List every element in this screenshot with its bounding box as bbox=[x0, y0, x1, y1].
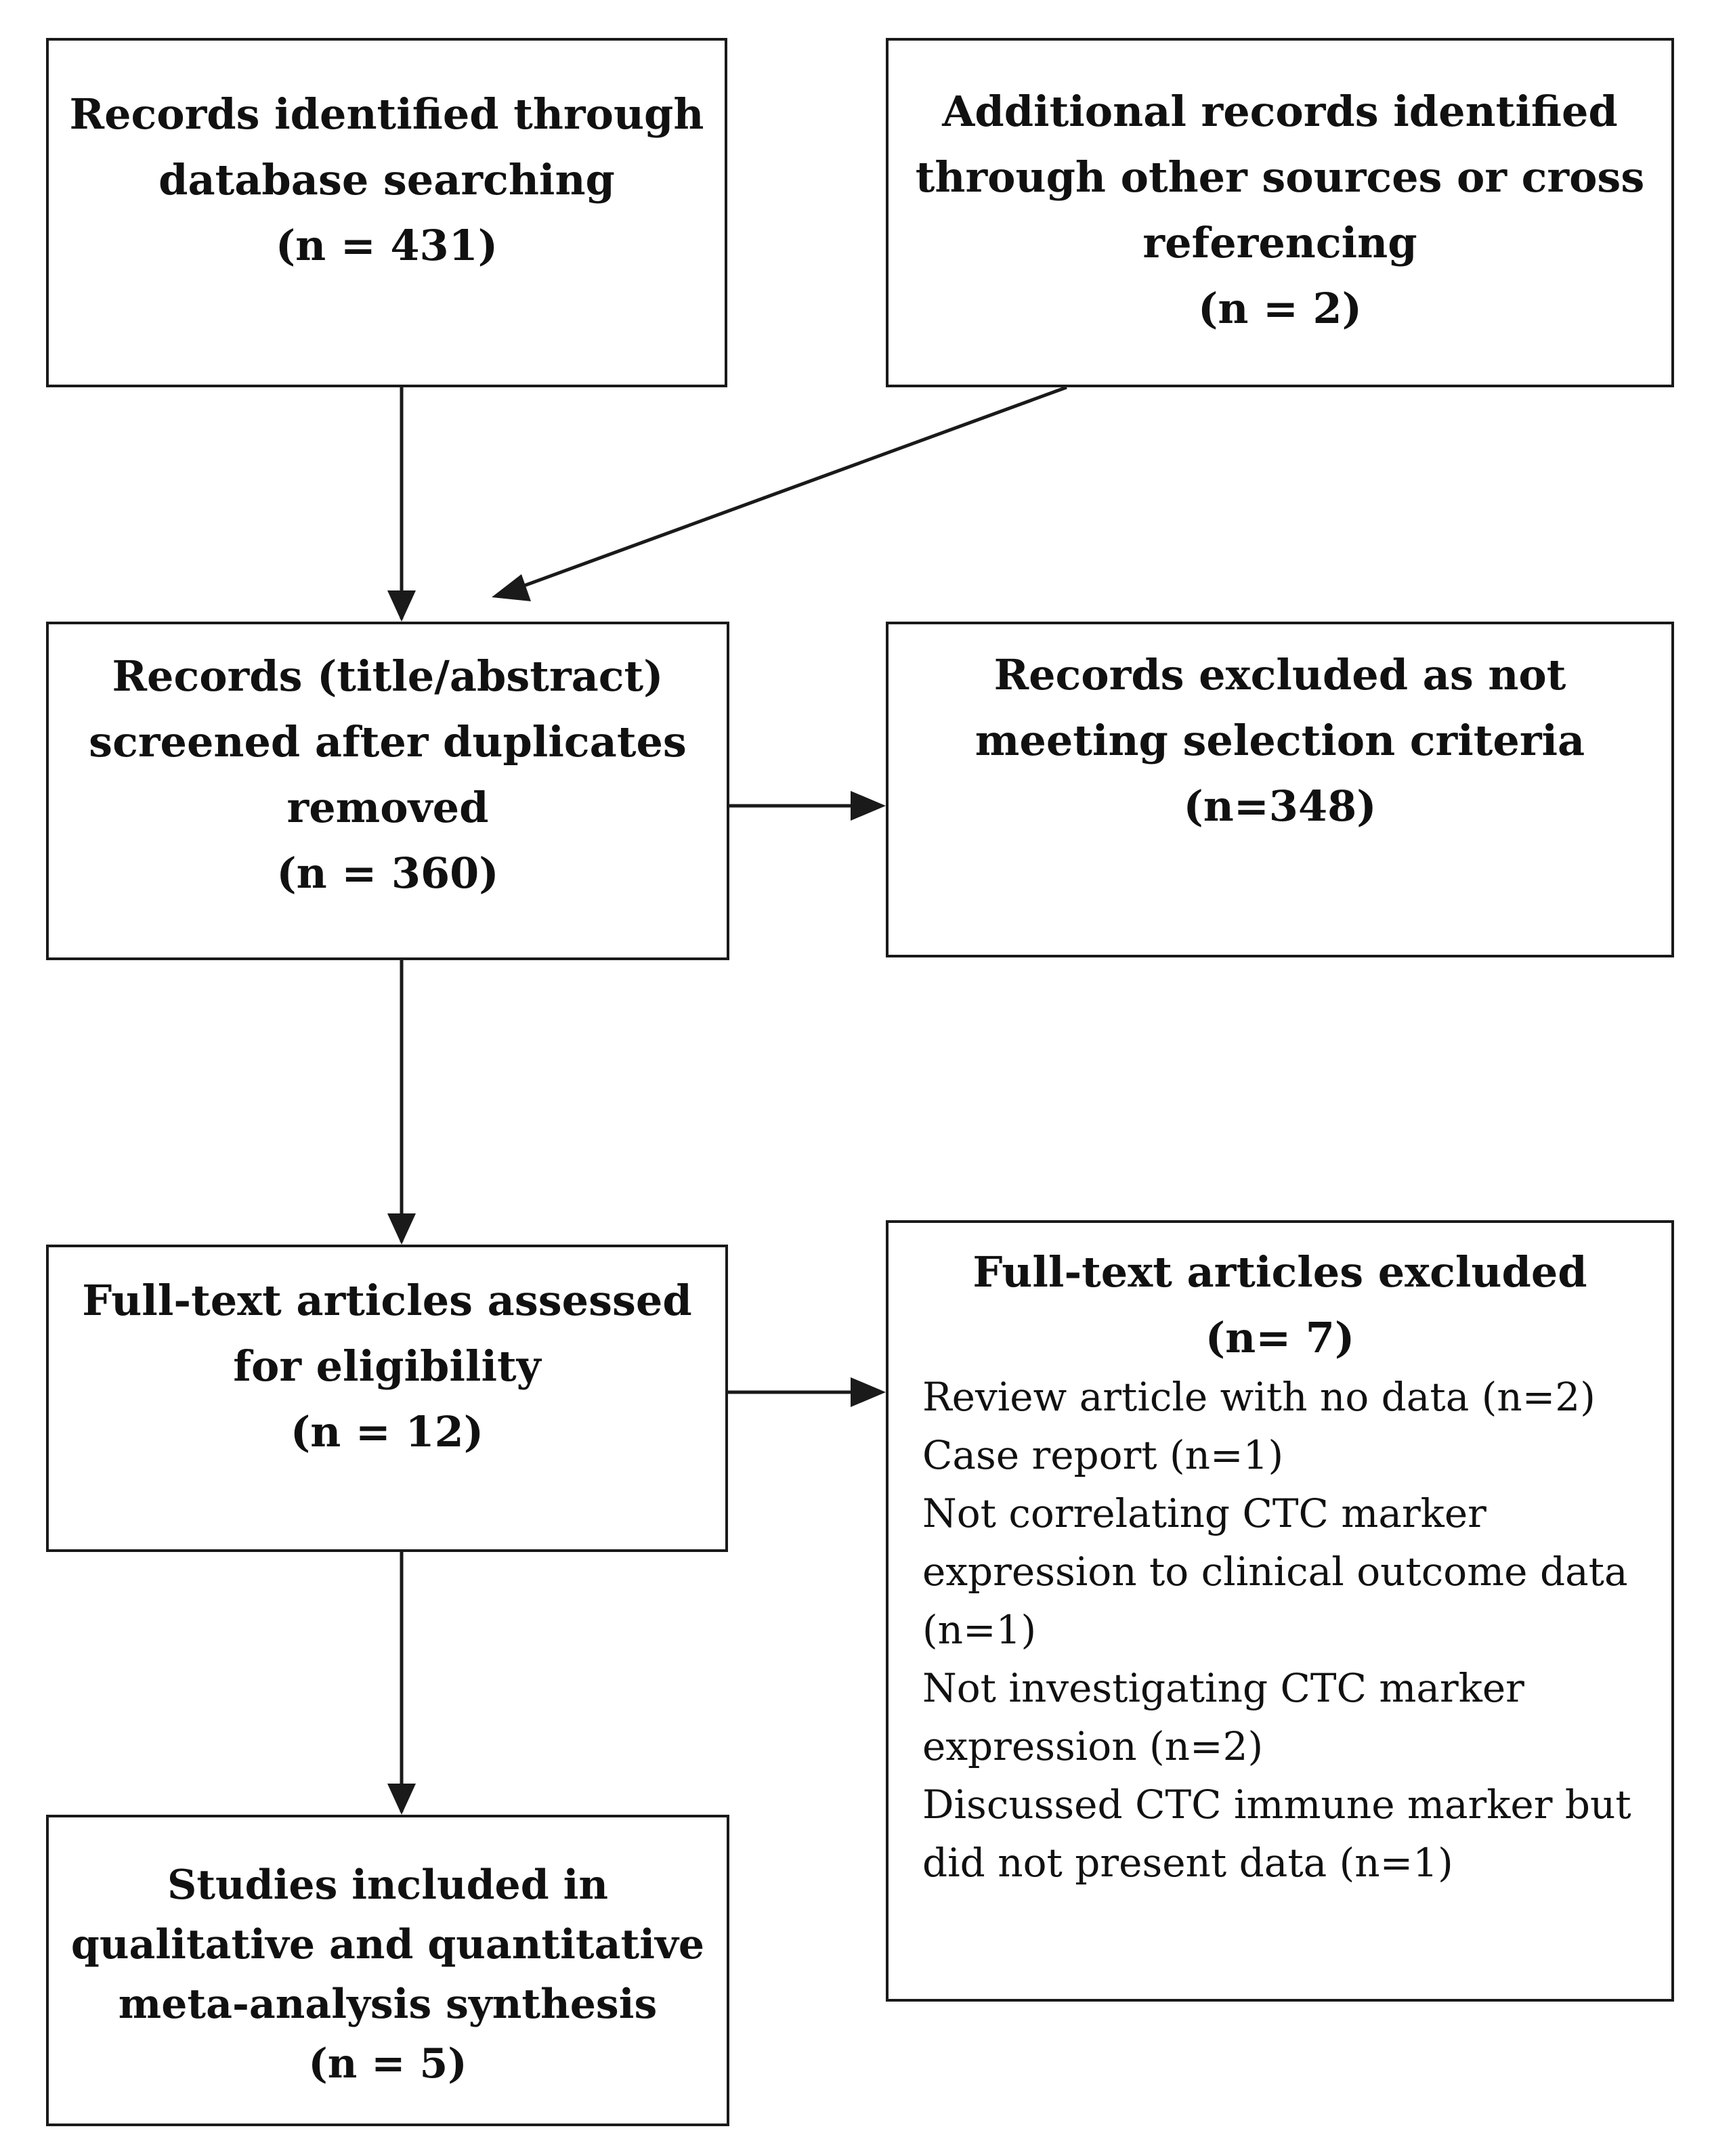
exclusion-reason: Discussed CTC immune marker but bbox=[922, 1782, 1631, 1828]
fulltext-count: (n = 12) bbox=[290, 1407, 484, 1457]
exclusion-reasons-list: Review article with no data (n=2) Case r… bbox=[922, 1368, 1658, 1892]
screened-count: (n = 360) bbox=[276, 848, 499, 898]
identified-line-2: database searching bbox=[158, 155, 615, 204]
fulltext-excluded-count: (n= 7) bbox=[1205, 1313, 1355, 1362]
fulltext-line-2: for eligibility bbox=[233, 1341, 541, 1391]
exclusion-reason: Not investigating CTC marker bbox=[922, 1665, 1524, 1711]
excluded-count: (n=348) bbox=[1183, 781, 1377, 831]
box-additional-records: Additional records identified through ot… bbox=[886, 38, 1674, 387]
box-fulltext-assessed: Full-text articles assessed for eligibil… bbox=[46, 1245, 728, 1552]
additional-line-2: through other sources or cross bbox=[915, 152, 1645, 202]
included-line-3: meta-analysis synthesis bbox=[118, 1981, 658, 2028]
exclusion-reason: (n=1) bbox=[922, 1607, 1037, 1653]
included-count: (n = 5) bbox=[308, 2040, 467, 2088]
identified-count: (n = 431) bbox=[275, 221, 498, 270]
excluded-line-2: meeting selection criteria bbox=[975, 716, 1585, 765]
box-records-identified: Records identified through database sear… bbox=[46, 38, 727, 387]
box-studies-included: Studies included in qualitative and quan… bbox=[46, 1815, 729, 2126]
arrowhead-screened-to-fulltext bbox=[387, 1213, 416, 1245]
exclusion-reason: expression to clinical outcome data bbox=[922, 1549, 1628, 1595]
box-records-screened: Records (title/abstract) screened after … bbox=[46, 622, 729, 960]
exclusion-reason: did not present data (n=1) bbox=[922, 1840, 1453, 1886]
exclusion-reason: expression (n=2) bbox=[922, 1723, 1264, 1769]
fulltext-excluded-title: Full-text articles excluded bbox=[972, 1247, 1587, 1297]
exclusion-reason: Not correlating CTC marker bbox=[922, 1490, 1486, 1536]
box-records-excluded: Records excluded as not meeting selectio… bbox=[886, 622, 1674, 957]
included-line-2: qualitative and quantitative bbox=[70, 1921, 705, 1968]
arrowhead-identified-to-screened bbox=[387, 590, 416, 622]
additional-line-1: Additional records identified bbox=[942, 87, 1618, 136]
arrowhead-additional-to-screened bbox=[492, 574, 531, 601]
arrowhead-screened-to-excluded bbox=[851, 791, 886, 821]
exclusion-reason: Review article with no data (n=2) bbox=[922, 1374, 1596, 1420]
identified-line-1: Records identified through bbox=[69, 89, 704, 139]
screened-line-1: Records (title/abstract) bbox=[112, 651, 664, 701]
included-line-1: Studies included in bbox=[167, 1861, 608, 1909]
arrowhead-fulltext-to-excluded bbox=[851, 1377, 886, 1407]
exclusion-reason: Case report (n=1) bbox=[922, 1432, 1284, 1478]
box-fulltext-excluded: Full-text articles excluded (n= 7) Revie… bbox=[886, 1220, 1674, 2002]
arrow-additional-to-screened bbox=[514, 385, 1067, 591]
excluded-line-1: Records excluded as not bbox=[993, 650, 1566, 699]
additional-count: (n = 2) bbox=[1197, 284, 1362, 333]
screened-line-3: removed bbox=[286, 783, 489, 832]
screened-line-2: screened after duplicates bbox=[89, 717, 687, 767]
arrowhead-fulltext-to-included bbox=[387, 1784, 416, 1815]
additional-line-3: referencing bbox=[1142, 218, 1417, 267]
fulltext-line-1: Full-text articles assessed bbox=[82, 1276, 692, 1325]
